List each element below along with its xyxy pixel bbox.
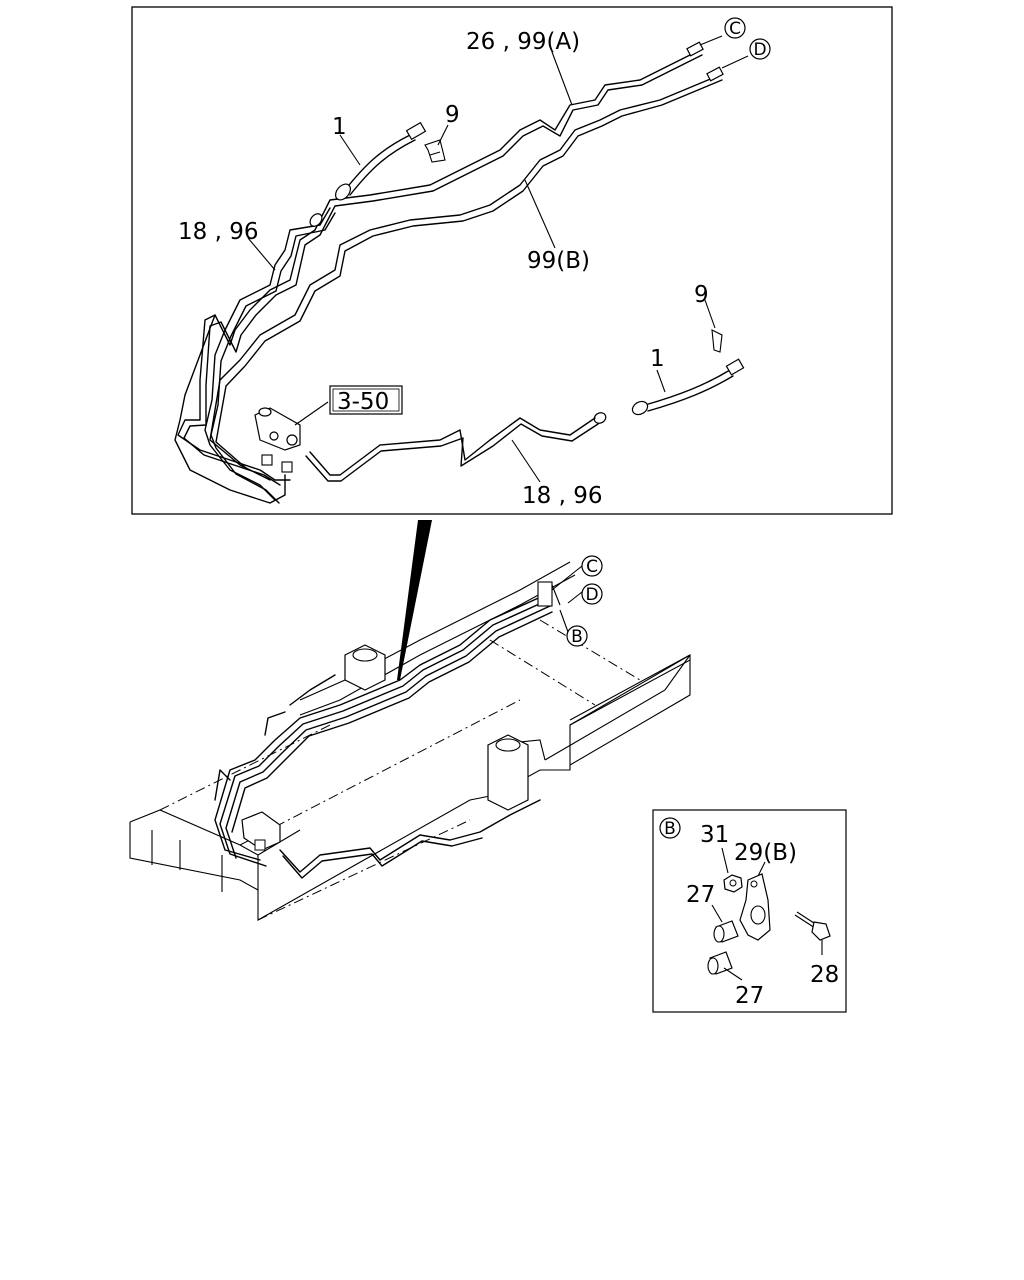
nut-31 <box>723 874 743 893</box>
label-bushing-27-lower: 27 <box>735 983 764 1009</box>
svg-text:D: D <box>585 585 598 605</box>
callout-b-chassis: B <box>566 625 588 647</box>
svg-text:C: C <box>729 19 741 39</box>
label-clip-9-upper: 9 <box>445 102 460 128</box>
callout-c-top: C <box>724 17 746 39</box>
chassis-frame: C D B <box>129 555 691 921</box>
label-clip-9-lower: 9 <box>694 282 709 308</box>
flex-hose-upper <box>309 121 427 227</box>
ref-box-3-50[interactable]: 3-50 <box>329 385 403 415</box>
flex-hose-lower <box>593 358 745 424</box>
callout-d-top: D <box>749 38 771 60</box>
label-pipe-26-99a: 26 , 99(A) <box>466 29 580 55</box>
detail-b-panel: B 31 29(B) 2 <box>652 809 847 1013</box>
three-way-joint <box>254 407 301 473</box>
frame-post-left <box>344 644 386 691</box>
label-bolt-28: 28 <box>810 962 839 988</box>
pipe-end-fittings-right <box>686 41 724 82</box>
frame-post-right <box>487 734 529 811</box>
svg-text:B: B <box>664 819 676 839</box>
detail-b-leaders <box>711 847 823 981</box>
bushing-27-lower <box>707 951 733 975</box>
zoom-pointer <box>397 520 432 680</box>
bracket-29b <box>739 873 771 941</box>
bushing-27-upper <box>713 920 739 943</box>
svg-text:D: D <box>753 40 766 60</box>
callout-c-chassis: C <box>581 555 603 577</box>
label-pipe-99b: 99(B) <box>527 248 590 274</box>
callout-b-detail: B <box>659 817 681 839</box>
bolt-28 <box>794 911 831 941</box>
pipe-bundle-upper <box>174 49 723 504</box>
label-bushing-27-upper: 27 <box>686 882 715 908</box>
label-nut-31: 31 <box>700 822 729 848</box>
svg-text:B: B <box>571 627 583 647</box>
pipe-lower-run-b <box>305 423 599 482</box>
label-ref-3-50: 3-50 <box>337 389 389 415</box>
label-hose-1-lower: 1 <box>650 346 665 372</box>
clip-left <box>424 139 446 163</box>
chassis-clamp <box>537 581 561 607</box>
chassis-callout-leaders <box>551 565 583 633</box>
label-hose-1-upper: 1 <box>332 114 347 140</box>
svg-text:C: C <box>586 557 598 577</box>
label-bracket-29b: 29(B) <box>734 840 797 866</box>
label-pipe-18-96-bottom: 18 , 96 <box>522 483 602 509</box>
top-panel: 26 , 99(A) 1 9 18 , 96 99(B) 9 1 3-50 18… <box>131 6 893 515</box>
clip-right <box>711 329 723 353</box>
chassis-joint <box>241 811 281 851</box>
callout-d-chassis: D <box>581 583 603 605</box>
leader-lines-top <box>247 35 749 483</box>
top-panel-frame <box>131 6 893 515</box>
chassis-pipe-bundle <box>214 594 553 879</box>
label-pipe-18-96-left: 18 , 96 <box>178 219 258 245</box>
